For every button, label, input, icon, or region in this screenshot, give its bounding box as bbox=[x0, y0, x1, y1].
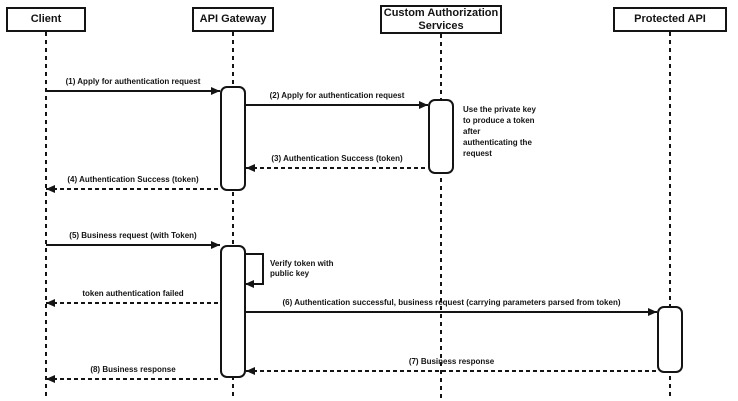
participant-label: Protected API bbox=[634, 13, 706, 25]
arrowhead-icon bbox=[246, 164, 255, 172]
message-line bbox=[46, 188, 220, 190]
message-self-verify-token: Verify token with public key bbox=[245, 253, 334, 288]
arrowhead-icon bbox=[46, 299, 55, 307]
arrowhead-icon bbox=[211, 241, 220, 249]
message-line bbox=[46, 244, 220, 246]
message-line bbox=[246, 167, 428, 169]
activation-api-gateway-auth bbox=[220, 86, 246, 191]
activation-protected-api bbox=[657, 306, 683, 373]
lifeline-protected-api bbox=[669, 32, 671, 398]
message-line bbox=[46, 90, 220, 92]
message-line bbox=[246, 311, 657, 313]
participant-label: Custom Authorization Services bbox=[383, 6, 499, 32]
message-label: Verify token with public key bbox=[270, 259, 334, 278]
message-label: (5) Business request (with Token) bbox=[69, 231, 197, 240]
activation-api-gateway-business bbox=[220, 245, 246, 378]
participant-label: Client bbox=[30, 13, 62, 25]
arrowhead-icon bbox=[46, 185, 55, 193]
message-line bbox=[46, 378, 220, 380]
lifeline-api-gateway bbox=[232, 32, 234, 398]
message-label: (4) Authentication Success (token) bbox=[67, 175, 199, 184]
message-label: (7) Business response bbox=[408, 357, 495, 366]
participant-label: API Gateway bbox=[199, 13, 267, 25]
message-label: token authentication failed bbox=[82, 289, 184, 298]
lifeline-client bbox=[45, 32, 47, 398]
message-label: (8) Business response bbox=[90, 365, 176, 374]
arrowhead-icon bbox=[648, 308, 657, 316]
lifeline-custom-auth bbox=[440, 34, 442, 398]
message-line bbox=[46, 302, 220, 304]
message-label: (3) Authentication Success (token) bbox=[271, 154, 403, 163]
participant-protected-api: Protected API bbox=[613, 7, 727, 32]
arrowhead-icon bbox=[211, 87, 220, 95]
message-label: (6) Authentication successful, business … bbox=[282, 298, 621, 307]
arrowhead-icon bbox=[419, 101, 428, 109]
message-line bbox=[246, 370, 657, 372]
participant-api-gateway: API Gateway bbox=[192, 7, 274, 32]
participant-custom-auth: Custom Authorization Services bbox=[380, 5, 502, 34]
message-line bbox=[246, 104, 428, 106]
message-label: (1) Apply for authentication request bbox=[65, 77, 201, 86]
arrowhead-icon bbox=[46, 375, 55, 383]
participant-client: Client bbox=[6, 7, 86, 32]
message-label: (2) Apply for authentication request bbox=[269, 91, 405, 100]
note-private-key: Use the private key to produce a token a… bbox=[463, 105, 536, 158]
arrowhead-icon bbox=[246, 367, 255, 375]
arrowhead-icon bbox=[245, 280, 254, 288]
activation-custom-auth bbox=[428, 99, 454, 174]
